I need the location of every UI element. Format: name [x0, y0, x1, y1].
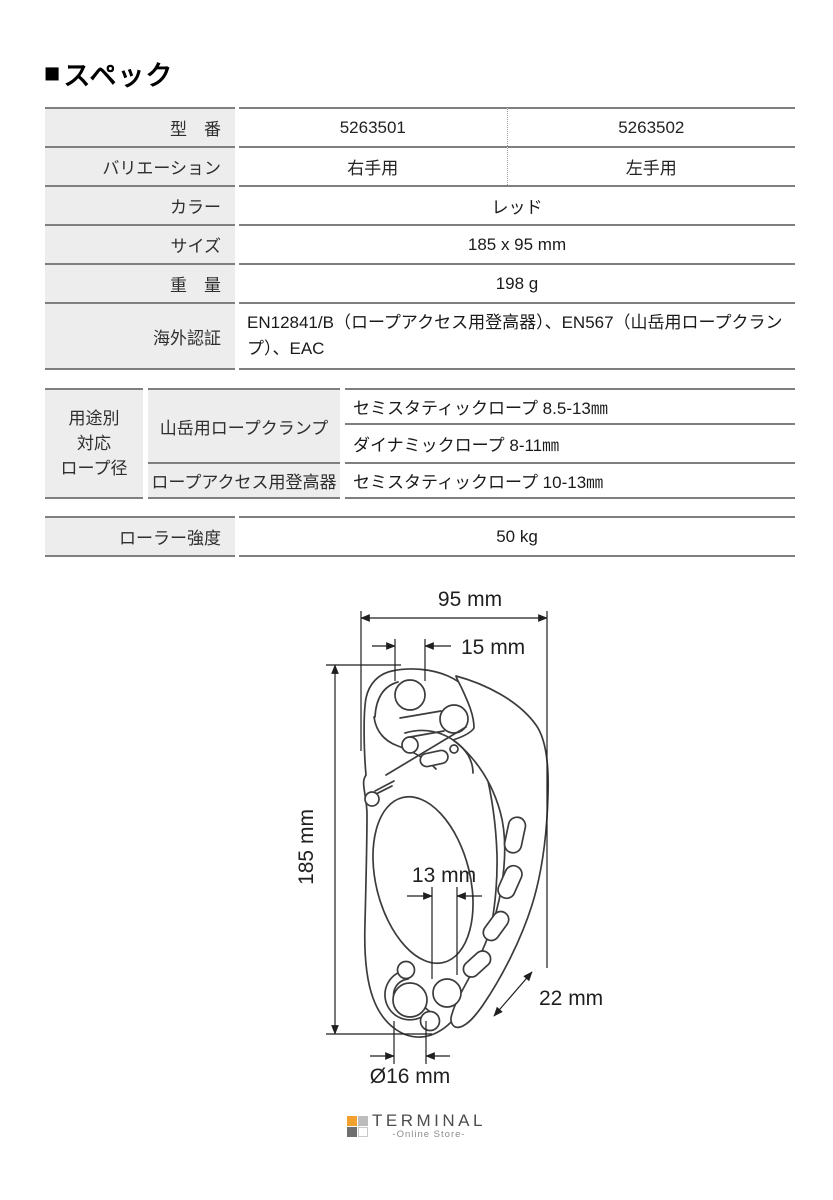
row-label-model: 型 番	[45, 107, 235, 146]
logo-brand-name: TERMINAL	[372, 1111, 486, 1130]
square-bullet-icon: ■	[44, 58, 62, 88]
rope-diameter-table: 用途別 対応 ロープ径 山岳用ロープクランプ セミスタティックロープ 8.5-1…	[45, 388, 795, 499]
page-title-text: スペック	[63, 61, 174, 91]
safety-catch-slot	[419, 749, 449, 768]
table-row-color: カラー レッド	[45, 185, 795, 224]
table-row-weight: 重 量 198 g	[45, 263, 795, 302]
row-label-variation: バリエーション	[45, 146, 235, 185]
ascender-drawing: 95 mm 15 mm 185 mm 13 mm 22 mm Ø16 mm	[295, 588, 603, 1088]
arm-slot-1	[503, 816, 527, 854]
ascender-body-group	[362, 668, 550, 1038]
cam-lever-diagonal	[385, 726, 467, 776]
table-row-size: サイズ 185 x 95 mm	[45, 224, 795, 263]
bottom-small-hole	[419, 1010, 441, 1032]
row-label-roller-strength: ローラー強度	[45, 516, 235, 557]
roller-hole	[432, 978, 462, 1008]
row-label-certification: 海外認証	[45, 302, 235, 370]
dimension-label-width: 95 mm	[438, 588, 502, 611]
small-upper-hole	[396, 960, 416, 980]
spec-table: 型 番 5263501 5263502 バリエーション 右手用 左手用 カラー …	[45, 107, 795, 370]
cam-channel-line-2	[409, 730, 445, 738]
body-inner-contour	[374, 681, 399, 718]
dimension-label-height: 185 mm	[295, 809, 318, 885]
roller-strength-value: 50 kg	[239, 516, 795, 557]
rope-spec-semistatic-access: セミスタティックロープ 10-13㎜	[345, 462, 795, 499]
bottom-attachment-hole	[392, 982, 428, 1018]
model-number-right-hand: 5263501	[239, 107, 507, 146]
table-row-roller-strength: ローラー強度 50 kg	[45, 516, 795, 557]
dimension-label-top-hole: 15 mm	[461, 636, 525, 659]
top-hole	[394, 679, 426, 711]
carabiner-slot-outer	[384, 969, 430, 1021]
spring-wire-line-1	[374, 780, 395, 792]
cam-pivot-circle	[439, 704, 469, 734]
arm-slot-2	[497, 864, 523, 900]
size-value: 185 x 95 mm	[239, 224, 795, 263]
color-value: レッド	[239, 185, 795, 224]
rope-spec-dynamic: ダイナミックロープ 8-11㎜	[353, 436, 560, 455]
dimension-label-arm-width: 22 mm	[539, 987, 603, 1010]
dimension-arrow-arm-width	[493, 971, 533, 1017]
terminal-logo: TERMINAL -Online Store-	[347, 1112, 486, 1140]
row-label-size: サイズ	[45, 224, 235, 263]
page-title: ■ スペック	[44, 54, 173, 93]
cam-spring-circle	[401, 736, 419, 754]
rope-table-group-label: 用途別 対応 ロープ径	[45, 388, 143, 499]
variation-right-hand: 右手用	[239, 146, 507, 185]
footer: TERMINAL -Online Store-	[0, 1112, 833, 1140]
use-label-rope-access-ascender: ロープアクセス用登高器	[148, 462, 340, 499]
model-number-left-hand: 5263502	[506, 107, 795, 146]
variation-left-hand: 左手用	[506, 146, 795, 185]
dimension-lines-group	[326, 611, 548, 1064]
rope-group-rope-access: ロープアクセス用登高器 セミスタティックロープ 10-13㎜	[148, 462, 795, 499]
dimension-label-bottom-hole: Ø16 mm	[370, 1065, 451, 1088]
arm-slot-4	[462, 950, 492, 978]
cam-channel-line-1	[399, 710, 442, 719]
table-row-model: 型 番 5263501 5263502	[45, 107, 795, 146]
weight-value: 198 g	[239, 263, 795, 302]
rope-list: セミスタティックロープ 8.5-13㎜ ダイナミックロープ 8-11㎜	[345, 388, 795, 462]
logo-text: TERMINAL -Online Store-	[372, 1112, 486, 1140]
roller-strength-table: ローラー強度 50 kg	[45, 516, 795, 557]
row-label-weight: 重 量	[45, 263, 235, 302]
use-label-mountaineering-clamp: 山岳用ロープクランプ	[148, 388, 340, 462]
cam-rivet-circle	[449, 744, 459, 754]
arm-slot-3	[482, 910, 510, 942]
table-row-certification: 海外認証 EN12841/B（ロープアクセス用登高器）、EN567（山岳用ロープ…	[45, 302, 795, 370]
rope-group-mountaineering: 山岳用ロープクランプ セミスタティックロープ 8.5-13㎜ ダイナミックロープ…	[148, 388, 795, 462]
side-pin-circle	[364, 791, 380, 807]
hand-opening-hole	[372, 795, 474, 965]
dimension-label-rope-gap: 13 mm	[412, 864, 476, 887]
table-row-variation: バリエーション 右手用 左手用	[45, 146, 795, 185]
cam-housing-curve	[404, 729, 474, 774]
logo-grid-icon	[347, 1115, 369, 1137]
rope-table-body: 山岳用ロープクランプ セミスタティックロープ 8.5-13㎜ ダイナミックロープ…	[148, 388, 795, 499]
logo-subtitle: -Online Store-	[392, 1129, 466, 1140]
rope-spec-semistatic: セミスタティックロープ 8.5-13㎜	[345, 388, 795, 425]
rope-list: セミスタティックロープ 10-13㎜	[345, 462, 795, 499]
certification-value: EN12841/B（ロープアクセス用登高器）、EN567（山岳用ロープクランプ）…	[239, 302, 795, 370]
row-label-color: カラー	[45, 185, 235, 224]
ascender-dimension-diagram: 95 mm 15 mm 185 mm 13 mm 22 mm Ø16 mm	[280, 585, 620, 1095]
